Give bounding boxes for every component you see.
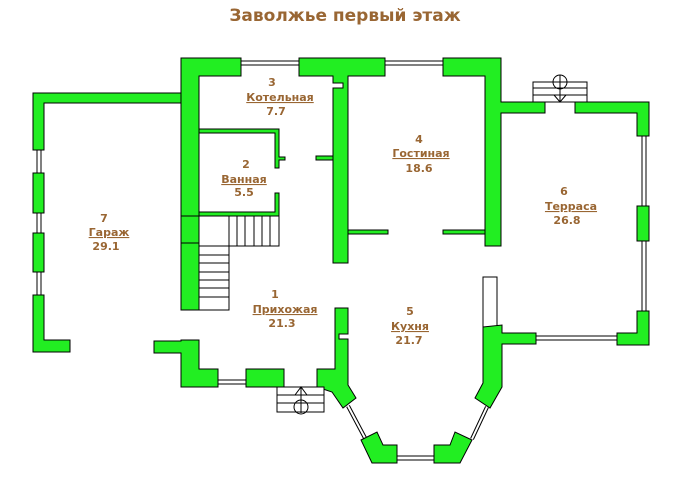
room-number: 6 <box>560 185 568 198</box>
walls <box>32 57 650 464</box>
entrance-steps <box>276 386 325 415</box>
room-number: 3 <box>268 76 276 89</box>
room-name-link[interactable]: Прихожая <box>253 303 318 316</box>
living-east-wall <box>442 57 546 247</box>
room-7-label[interactable]: 7 Гараж 29.1 <box>89 212 130 253</box>
boiler-window <box>240 60 300 66</box>
hall-window <box>217 379 247 385</box>
hall-west-wall <box>153 339 219 388</box>
kitchen-west-wall <box>316 307 357 409</box>
room-name-link[interactable]: Кухня <box>391 320 429 333</box>
terrace-bottom-corner <box>616 310 650 346</box>
central-wall <box>180 57 242 311</box>
room-3-label[interactable]: 3 Котельная 7.7 <box>246 76 313 118</box>
garage-pillar <box>32 172 45 214</box>
bathroom-bottom-wall <box>198 192 280 217</box>
room-area: 29.1 <box>92 240 119 253</box>
living-partition <box>347 229 389 235</box>
room-number: 7 <box>100 212 108 225</box>
door-frame <box>482 276 498 328</box>
terrace-pillar <box>636 205 650 242</box>
room-1-label[interactable]: 1 Прихожая 21.3 <box>253 288 318 330</box>
room-area: 26.8 <box>553 214 580 227</box>
boiler-living-wall <box>298 57 386 264</box>
room-4-label[interactable]: 4 Гостиная 18.6 <box>392 133 449 175</box>
room-name-link[interactable]: Терраса <box>545 200 597 213</box>
garage-corner-wall <box>32 294 71 353</box>
living-window <box>384 60 444 66</box>
room-2-label[interactable]: 2 Ванная 5.5 <box>221 158 267 199</box>
room-area: 21.7 <box>395 334 422 347</box>
kitchen-east-wall <box>474 324 537 409</box>
hall-south-wall <box>245 368 285 388</box>
room-number: 2 <box>242 158 250 171</box>
bay-wall-left <box>360 431 398 464</box>
room-area: 21.3 <box>268 317 295 330</box>
terrace-steps <box>532 74 588 103</box>
stairs-lower <box>198 245 230 311</box>
room-labels: 3 Котельная 7.7 2 Ванная 5.5 7 Гараж 29.… <box>89 76 597 347</box>
room-number: 4 <box>415 133 423 146</box>
kitchen-window-bottom <box>396 455 435 461</box>
garage-pillar <box>32 232 45 273</box>
page-title: Заволжье первый этаж <box>229 6 460 26</box>
garage-window <box>36 149 42 296</box>
room-name-link[interactable]: Гараж <box>89 226 130 239</box>
room-6-label[interactable]: 6 Терраса 26.8 <box>545 185 597 227</box>
room-name-link[interactable]: Ванная <box>221 173 267 186</box>
bay-wall-right <box>433 431 473 464</box>
room-area: 5.5 <box>234 186 254 199</box>
room-number: 1 <box>271 288 279 301</box>
terrace-window-bottom <box>534 335 618 341</box>
room-area: 7.7 <box>266 105 286 118</box>
room-area: 18.6 <box>405 162 432 175</box>
room-number: 5 <box>406 305 414 318</box>
living-partition <box>442 229 486 235</box>
stairs <box>198 74 588 415</box>
room-5-label[interactable]: 5 Кухня 21.7 <box>391 305 429 347</box>
bathroom-top-wall <box>198 128 286 169</box>
room-name-link[interactable]: Котельная <box>246 91 313 104</box>
terrace-corner-wall <box>574 101 650 137</box>
room-name-link[interactable]: Гостиная <box>392 147 449 160</box>
boiler-stub-wall <box>315 155 334 161</box>
garage-top-wall <box>32 92 183 151</box>
